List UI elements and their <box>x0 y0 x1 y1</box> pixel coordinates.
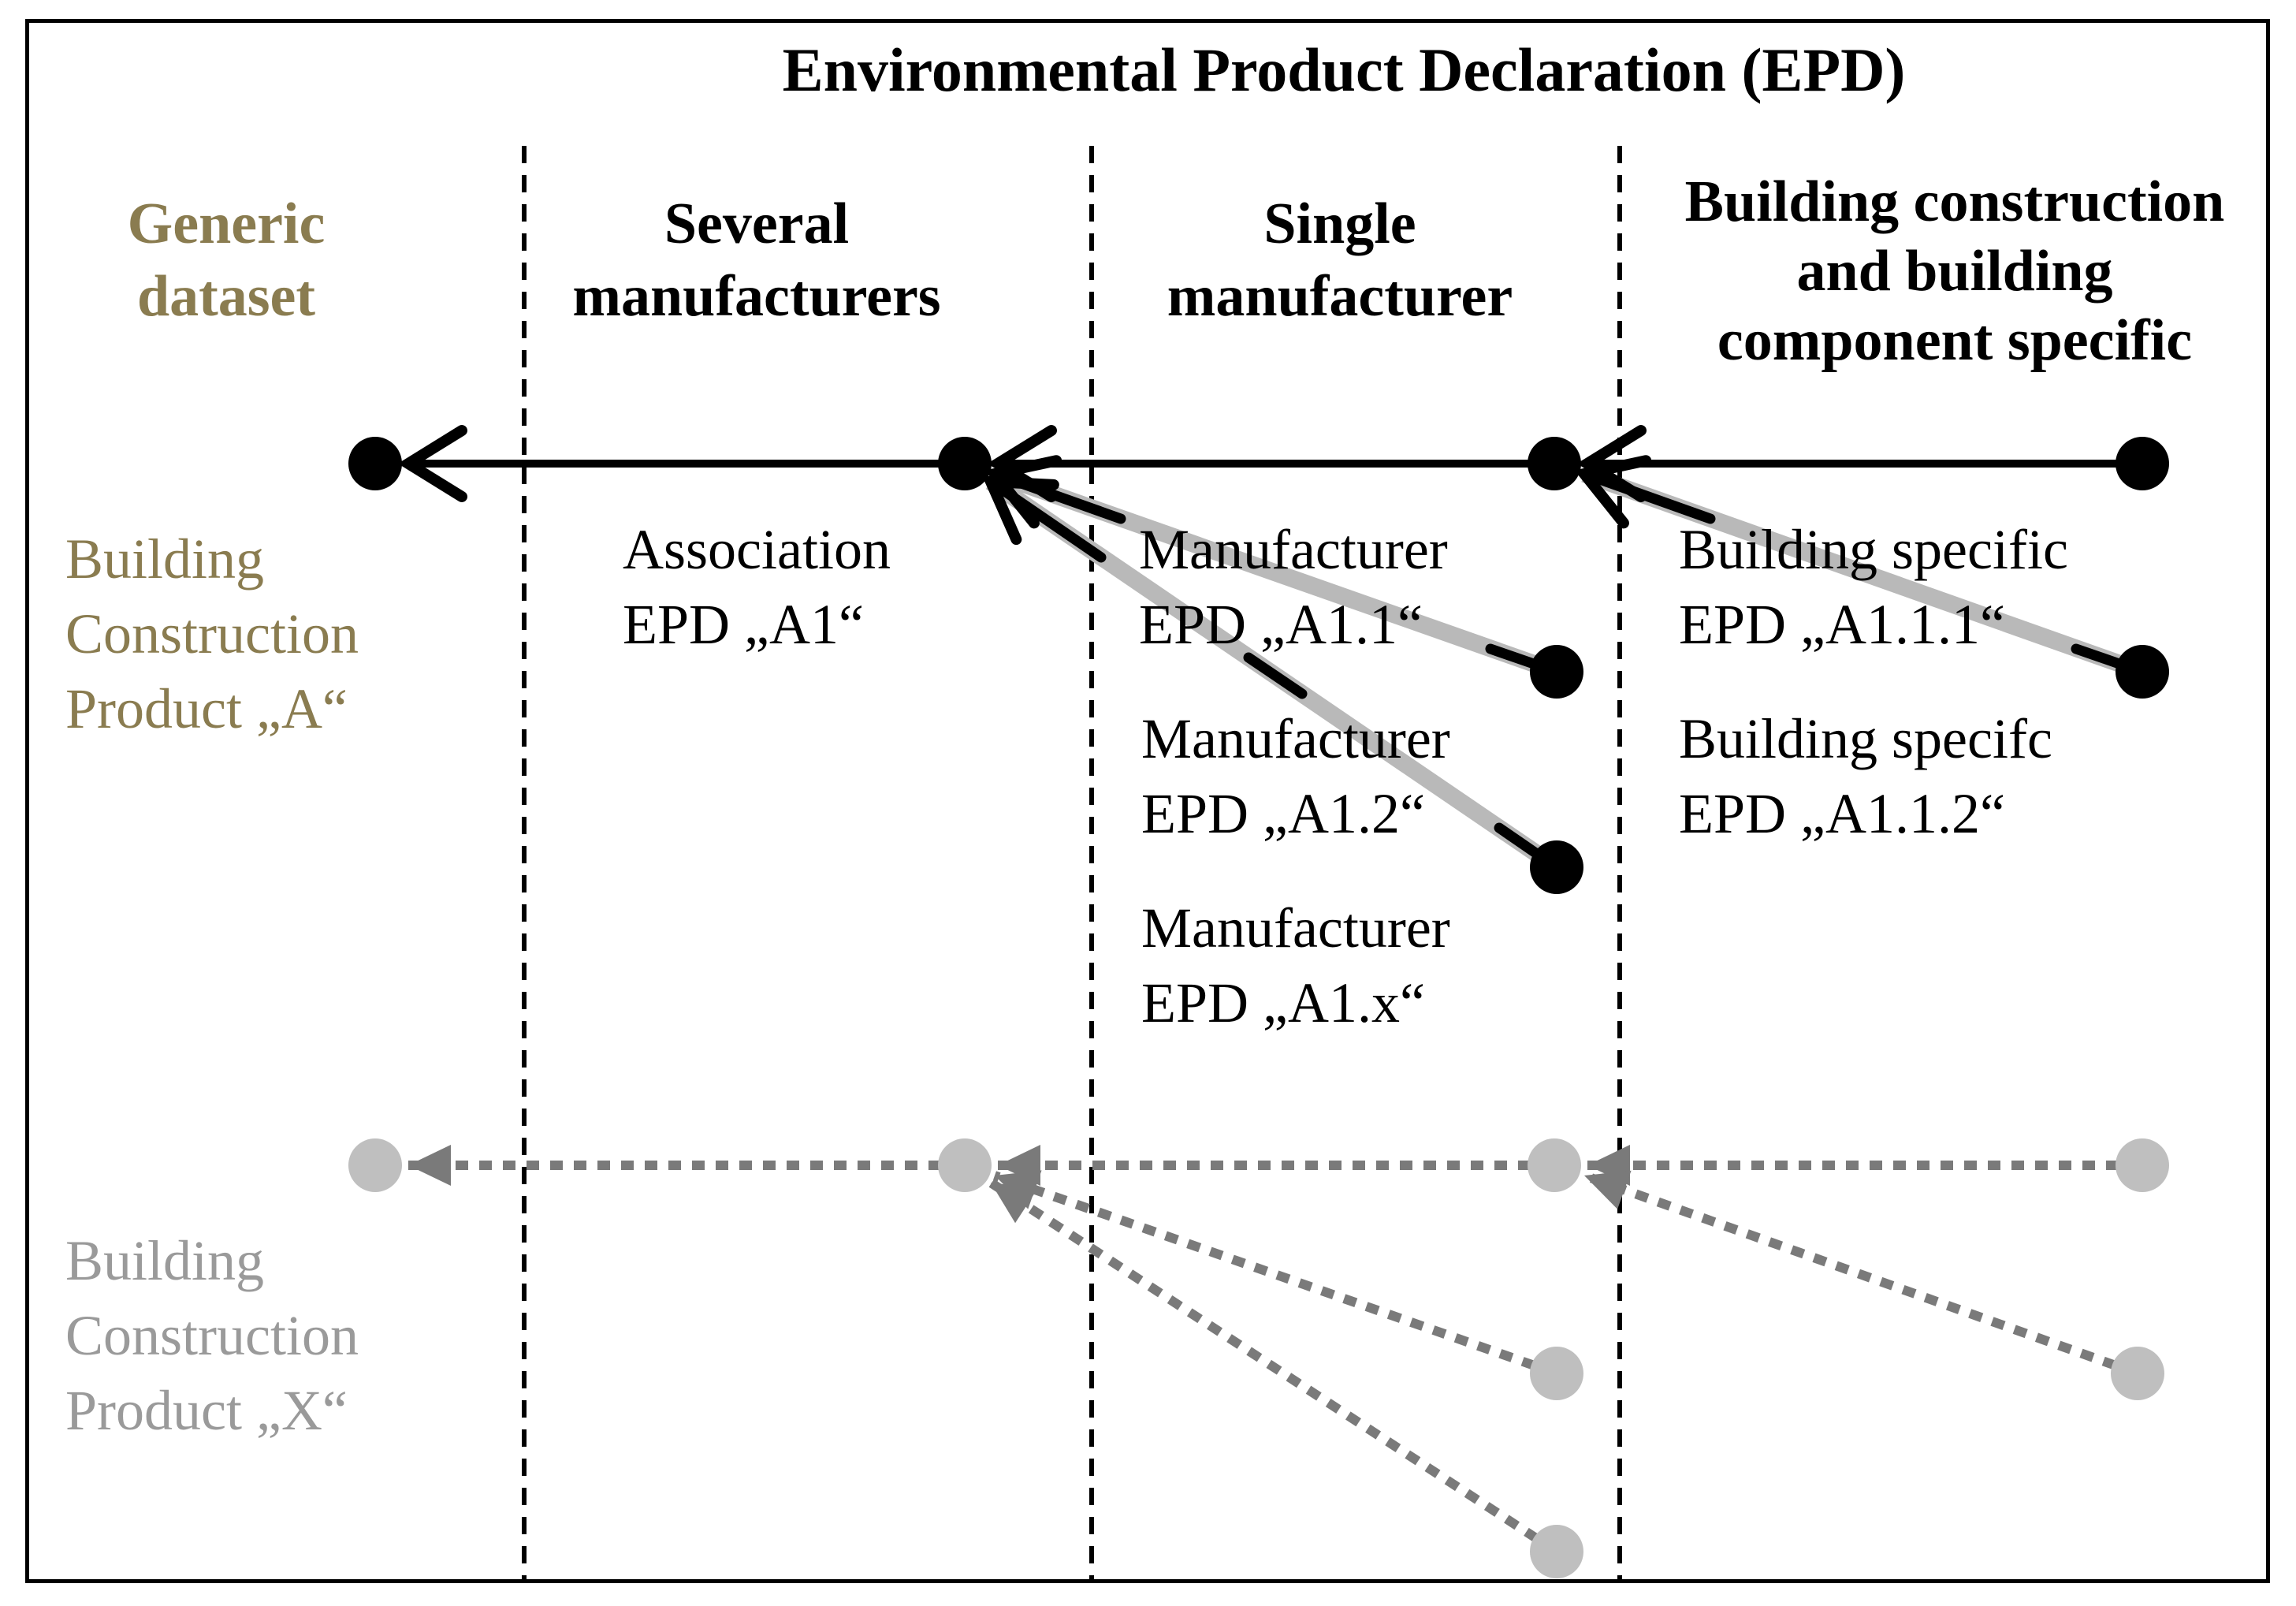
node-association-a1 <box>938 437 992 490</box>
label-building-construction-product-x: Building Construction Product „X“ <box>65 1229 359 1442</box>
column-header-single-manufacturer: Single manufacturer <box>1167 192 1513 329</box>
node-building-a112 <box>2116 645 2169 699</box>
black-fan-arrowheads <box>991 474 2123 858</box>
black-dataset-nodes <box>348 437 2169 894</box>
figure-border <box>25 19 2270 1583</box>
node-manufacturer-a12 <box>1530 645 1583 699</box>
node-generic-a <box>348 437 402 490</box>
column-dividers <box>522 146 1622 1581</box>
node-manufacturer-x2 <box>1530 1347 1583 1400</box>
column-header-building-specific: Building construction and building compo… <box>1684 170 2225 373</box>
node-manufacturer-a1x <box>1530 840 1583 894</box>
gray-dataset-nodes <box>348 1138 2169 1578</box>
node-manufacturer-a11 <box>1528 437 1581 490</box>
node-generic-x <box>348 1138 402 1192</box>
figure-title: Environmental Product Declaration (EPD) <box>782 35 1906 104</box>
node-manufacturer-x1 <box>1528 1138 1581 1192</box>
node-manufacturer-x3 <box>1530 1525 1583 1578</box>
column-header-generic-dataset: Generic dataset <box>127 192 326 329</box>
column-header-several-manufacturers: Several manufacturers <box>572 192 941 329</box>
label-manufacturer-epd-a11: Manufacturer EPD „A1.1“ <box>1139 518 1448 656</box>
label-building-specific-epd-a112: Building specifc EPD „A1.1.2“ <box>1679 707 2052 845</box>
label-association-epd-a1: Association EPD „A1“ <box>623 518 891 656</box>
label-building-specific-epd-a111: Building specific EPD „A1.1.1“ <box>1679 518 2068 656</box>
label-building-construction-product-a: Building Construction Product „A“ <box>65 527 359 740</box>
node-association-x <box>938 1138 992 1192</box>
gray-dotted-arrows <box>408 1145 2142 1556</box>
node-building-x2 <box>2111 1347 2164 1400</box>
label-manufacturer-epd-a1x: Manufacturer EPD „A1.x“ <box>1141 896 1450 1034</box>
label-manufacturer-epd-a12: Manufacturer EPD „A1.2“ <box>1141 707 1450 845</box>
node-building-x1 <box>2116 1138 2169 1192</box>
node-building-a111 <box>2116 437 2169 490</box>
